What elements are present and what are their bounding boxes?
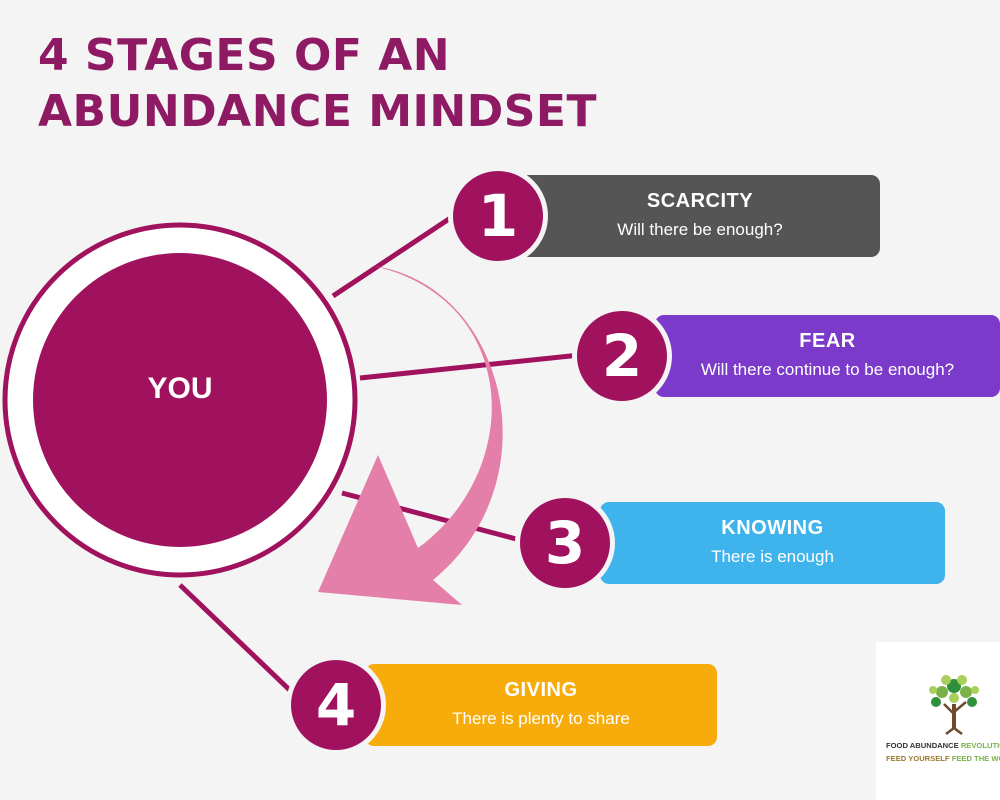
stage-3-description: There is enough bbox=[711, 547, 834, 566]
logo-text-line-1: FOOD ABUNDANCE REVOLUTION bbox=[886, 741, 1000, 750]
connector-line-2 bbox=[359, 352, 581, 381]
logo-text-2a: FEED YOURSELF bbox=[886, 754, 952, 763]
page-title: 4 STAGES OF AN ABUNDANCE MINDSET bbox=[38, 28, 597, 140]
brand-logo: FOOD ABUNDANCE REVOLUTION FEED YOURSELF … bbox=[876, 642, 1000, 800]
logo-text-line-2: FEED YOURSELF FEED THE WORLD bbox=[886, 754, 1000, 763]
progression-arrow-icon bbox=[318, 266, 503, 605]
title-line-1: 4 STAGES OF AN bbox=[38, 30, 451, 81]
logo-text-1a: FOOD ABUNDANCE bbox=[886, 741, 961, 750]
tree-icon bbox=[929, 675, 979, 735]
stage-3-number-badge: 3 bbox=[515, 493, 615, 593]
stage-4-name: GIVING bbox=[504, 679, 578, 701]
stage-1-description: Will there be enough? bbox=[617, 220, 783, 239]
logo-text-1b: REVOLUTION bbox=[960, 741, 1000, 750]
logo-text-2b: FEED THE WORLD bbox=[951, 754, 1000, 763]
connector-line-1 bbox=[331, 212, 457, 299]
stage-3-card: KNOWING There is enough bbox=[600, 502, 945, 584]
stage-2-name: FEAR bbox=[799, 330, 856, 352]
stage-1-number-badge: 1 bbox=[448, 166, 548, 266]
stage-2-description: Will there continue to be enough? bbox=[700, 360, 955, 379]
connector-line-4 bbox=[178, 583, 300, 700]
title-line-2: ABUNDANCE MINDSET bbox=[38, 86, 597, 137]
stage-4-number-badge: 4 bbox=[286, 655, 386, 755]
stage-4-card: GIVING There is plenty to share bbox=[365, 664, 717, 746]
stage-1-card: SCARCITY Will there be enough? bbox=[520, 175, 880, 257]
stage-2-card: FEAR Will there continue to be enough? bbox=[655, 315, 1000, 397]
you-label: YOU bbox=[147, 372, 213, 405]
stage-4-description: There is plenty to share bbox=[452, 709, 630, 728]
stage-3-name: KNOWING bbox=[721, 517, 824, 539]
stage-2-number-badge: 2 bbox=[572, 306, 672, 406]
stage-1-name: SCARCITY bbox=[646, 190, 754, 212]
you-circle bbox=[33, 253, 327, 547]
